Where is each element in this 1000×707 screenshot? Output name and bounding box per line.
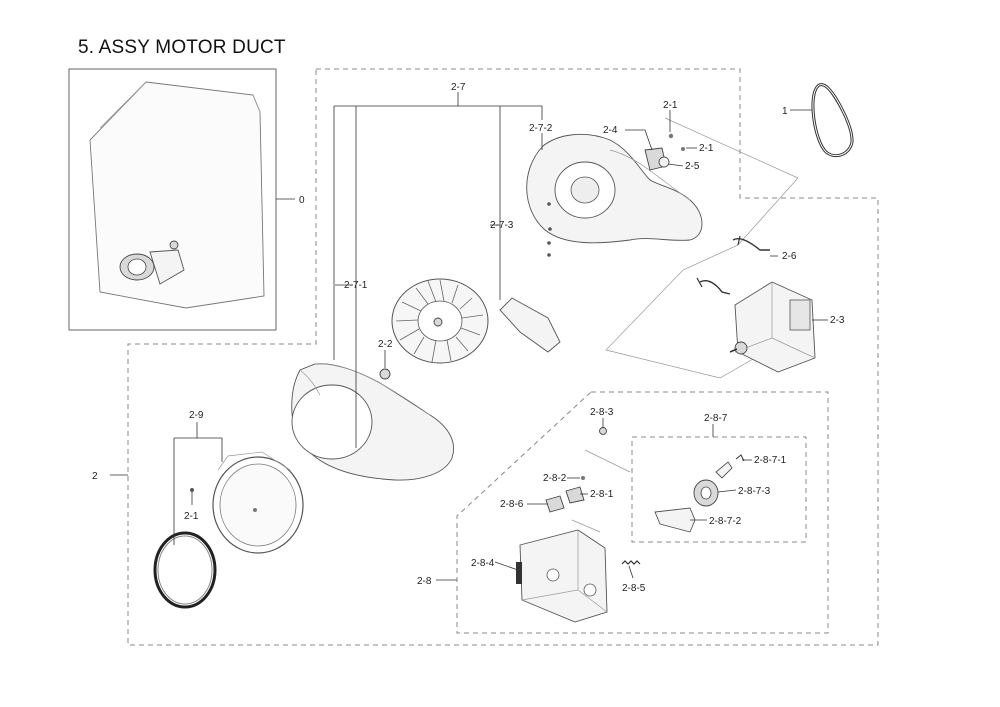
motor-bracket-assembly xyxy=(516,529,608,623)
duct-seal-ring xyxy=(153,531,217,609)
label-2: 2 xyxy=(92,471,98,482)
label-1: 1 xyxy=(782,106,788,117)
rear-duct-housing xyxy=(526,133,703,257)
label-2-8-7-3: 2-8-7-3 xyxy=(738,486,771,497)
label-2-7-1: 2-7-1 xyxy=(344,280,368,291)
label-2-7: 2-7 xyxy=(451,82,466,93)
tension-spring xyxy=(621,560,641,565)
group-2-boundary xyxy=(127,68,879,646)
label-2-1-right: 2-1 xyxy=(699,143,714,154)
label-2-1-lower: 2-1 xyxy=(184,511,199,522)
blower-impeller xyxy=(391,278,489,364)
front-duct-housing xyxy=(291,363,454,481)
label-2-8-4: 2-8-4 xyxy=(471,558,495,569)
label-2-8-7: 2-8-7 xyxy=(704,413,728,424)
label-2-5: 2-5 xyxy=(685,161,700,172)
assembly-overview-box xyxy=(68,68,277,331)
label-2-7-2: 2-7-2 xyxy=(529,123,553,134)
label-2-8: 2-8 xyxy=(417,576,432,587)
duct-inlet-grille xyxy=(212,451,304,554)
leader-lines xyxy=(110,92,828,581)
assembly-overview-drawing xyxy=(89,81,265,309)
label-2-2: 2-2 xyxy=(378,339,393,350)
label-2-6: 2-6 xyxy=(782,251,797,262)
label-2-8-3: 2-8-3 xyxy=(590,407,614,418)
page-title: 5. ASSY MOTOR DUCT xyxy=(78,37,286,58)
drive-motor xyxy=(729,281,816,373)
impeller-nut xyxy=(379,368,391,380)
bracket-plane-guide xyxy=(571,449,631,533)
idler-pulley-parts xyxy=(644,133,685,171)
label-2-8-2: 2-8-2 xyxy=(543,473,567,484)
label-2-1-top: 2-1 xyxy=(663,100,678,111)
idler-arm-assembly xyxy=(654,454,745,533)
label-2-7-3: 2-7-3 xyxy=(490,220,514,231)
air-deflector xyxy=(499,297,561,353)
pulley-switch-parts xyxy=(545,427,607,513)
label-2-4: 2-4 xyxy=(603,125,618,136)
drive-belt xyxy=(811,83,854,158)
screw-2-1-lower xyxy=(190,488,194,492)
label-2-3: 2-3 xyxy=(830,315,845,326)
label-0: 0 xyxy=(299,195,305,206)
label-2-8-5: 2-8-5 xyxy=(622,583,646,594)
label-2-8-6: 2-8-6 xyxy=(500,499,524,510)
label-2-8-1: 2-8-1 xyxy=(590,489,614,500)
label-2-8-7-2: 2-8-7-2 xyxy=(709,516,742,527)
motor-mount-plane xyxy=(605,117,801,379)
group-2-8-7-boundary xyxy=(631,436,807,543)
group-2-8-boundary xyxy=(456,391,829,634)
label-2-9: 2-9 xyxy=(189,410,204,421)
label-2-8-7-1: 2-8-7-1 xyxy=(754,455,787,466)
motor-clips xyxy=(696,235,770,295)
